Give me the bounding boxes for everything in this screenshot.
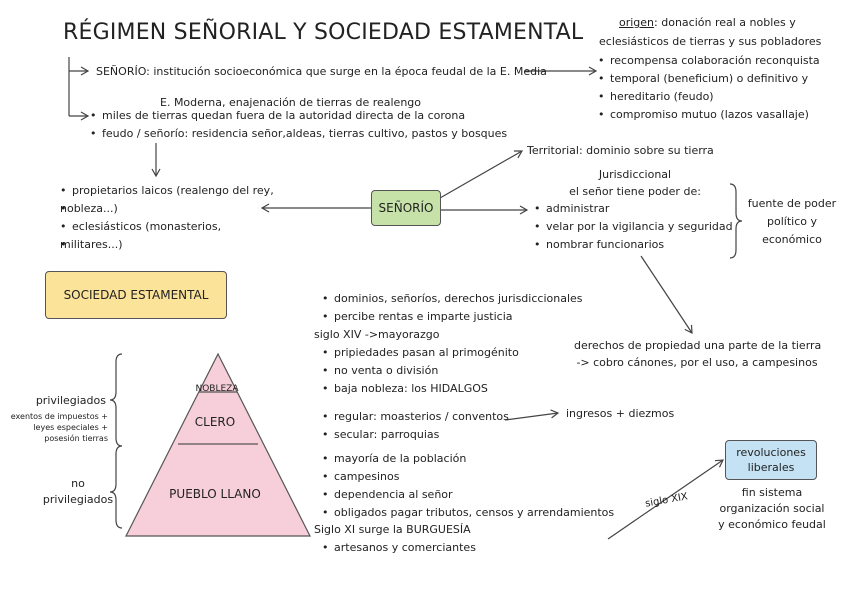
siglo-xiv-label: siglo XIV ->mayorazgo: [314, 328, 440, 341]
privileged-detail-3: posesión tierras: [44, 434, 108, 443]
list-item: dependencia al señor: [322, 486, 614, 504]
list-item: dominios, señoríos, derechos jurisdiccio…: [322, 290, 583, 308]
list-item: administrar: [534, 200, 733, 218]
origin-line-1: origen: donación real a nobles y: [619, 15, 796, 30]
list-item: obligados pagar tributos, censos y arren…: [322, 504, 614, 522]
modern-list: miles de tierras quedan fuera de la auto…: [90, 107, 507, 143]
origin-line-2: eclesiásticos de tierras y sus pobladore…: [599, 35, 822, 48]
pyramid-middle-label: CLERO: [194, 415, 236, 429]
origin-line1-rest: : donación real a nobles y: [654, 16, 796, 29]
non-privileged-line-1: no: [71, 477, 85, 490]
revolutions-line-2: liberales: [747, 461, 795, 474]
list-item: percibe rentas e imparte justicia: [322, 308, 583, 326]
list-item: eclesiásticos (monasterios,: [60, 218, 274, 236]
owners-list: propietarios laicos (realengo del rey, n…: [60, 182, 274, 254]
end-line-2: organización social: [719, 502, 825, 515]
nobility-list-2: pripiedades pasan al primogénito no vent…: [322, 344, 519, 398]
jurisdictional-heading: Jurisdiccional: [598, 168, 672, 181]
siglo-xi-label: Siglo XI surge la BURGUESÍA: [314, 523, 471, 536]
property-rights-line-2: -> cobro cánones, por el uso, a campesin…: [576, 356, 818, 369]
revolutions-line-1: revoluciones: [736, 446, 806, 459]
people-list-2: artesanos y comerciantes: [322, 539, 476, 557]
end-line-3: y económico feudal: [718, 518, 826, 531]
list-item: secular: parroquias: [322, 426, 509, 444]
power-line-3: económico: [762, 233, 822, 246]
list-item: nobleza...): [60, 200, 274, 218]
list-item: miles de tierras quedan fuera de la auto…: [90, 107, 507, 125]
revolutions-box: revoluciones liberales: [725, 440, 817, 480]
jurisdictional-list: administrar velar por la vigilancia y se…: [534, 200, 733, 254]
power-line-1: fuente de poder: [747, 197, 837, 210]
list-item: pripiedades pasan al primogénito: [322, 344, 519, 362]
list-item: velar por la vigilancia y seguridad: [534, 218, 733, 236]
sociedad-estamental-box: SOCIEDAD ESTAMENTAL: [45, 271, 227, 319]
brace-icon: [109, 353, 123, 529]
income-label: ingresos + diezmos: [566, 407, 675, 420]
list-item: feudo / señorío: residencia señor,aldeas…: [90, 125, 507, 143]
privileged-detail-2: leyes especiales +: [33, 423, 108, 432]
territorial-label: Territorial: dominio sobre su tierra: [527, 144, 714, 157]
list-item: nombrar funcionarios: [534, 236, 733, 254]
non-privileged-line-2: privilegiados: [42, 493, 114, 506]
list-item: artesanos y comerciantes: [322, 539, 476, 557]
privileged-detail-1: exentos de impuestos +: [10, 412, 108, 421]
senorio-box: SEÑORÍO: [371, 190, 441, 226]
list-item: campesinos: [322, 468, 614, 486]
list-item: baja nobleza: los HIDALGOS: [322, 380, 519, 398]
property-rights-line-1: derechos de propiedad una parte de la ti…: [574, 339, 822, 352]
jurisdictional-subheading: el señor tiene poder de:: [569, 185, 701, 198]
list-item: militares...): [60, 236, 274, 254]
power-line-2: político y: [767, 215, 817, 228]
list-item: recompensa colaboración reconquista: [598, 52, 820, 70]
page-title: RÉGIMEN SEÑORIAL Y SOCIEDAD ESTAMENTAL: [63, 20, 584, 45]
senorio-definition: SEÑORÍO: institución socioeconómica que …: [96, 65, 547, 78]
brace-icon: [729, 183, 743, 259]
end-line-1: fin sistema: [741, 486, 803, 499]
origin-label: origen: [619, 16, 655, 29]
list-item: no venta o división: [322, 362, 519, 380]
nobility-list: dominios, señoríos, derechos jurisdiccio…: [322, 290, 583, 326]
list-item: propietarios laicos (realengo del rey,: [60, 182, 274, 200]
origin-list: recompensa colaboración reconquista temp…: [598, 52, 820, 124]
modern-heading: E. Moderna, enajenación de tierras de re…: [160, 96, 422, 109]
estates-pyramid: [125, 352, 311, 537]
list-item: regular: moasterios / conventos: [322, 408, 509, 426]
pyramid-top-label: NOBLEZA: [195, 384, 239, 394]
list-item: mayoría de la población: [322, 450, 614, 468]
people-list: mayoría de la población campesinos depen…: [322, 450, 614, 522]
list-item: temporal (beneficium) o definitivo y: [598, 70, 820, 88]
list-item: compromiso mutuo (lazos vasallaje): [598, 106, 820, 124]
pyramid-bottom-label: PUEBLO LLANO: [169, 487, 261, 501]
clergy-list: regular: moasterios / conventos secular:…: [322, 408, 509, 444]
privileged-label: privilegiados: [35, 394, 106, 407]
list-item: hereditario (feudo): [598, 88, 820, 106]
